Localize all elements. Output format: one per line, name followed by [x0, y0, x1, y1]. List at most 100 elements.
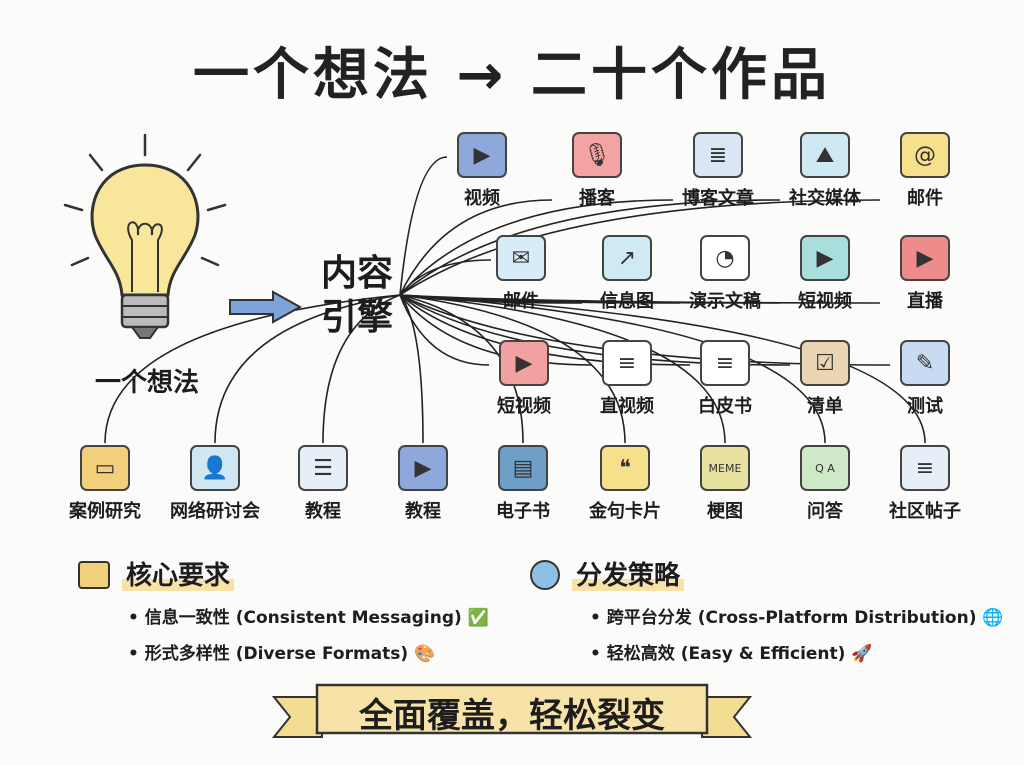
- output-item: ▤ 电子书: [473, 445, 573, 523]
- output-item: ⛰ 社交媒体: [775, 132, 875, 210]
- connector-line: [399, 294, 490, 366]
- output-label: 教程: [305, 501, 341, 522]
- engine-line-1: 内容: [320, 253, 393, 294]
- output-item: ✎ 测试: [875, 340, 975, 418]
- output-label: 信息图: [600, 291, 654, 312]
- core-item: 形式多样性 (Diverse Formats) 🎨: [128, 636, 489, 672]
- output-item: ≡ 社区帖子: [875, 445, 975, 523]
- output-label: 邮件: [503, 291, 539, 312]
- infographic-icon: ↗: [602, 235, 652, 281]
- checklist-icon: ☑: [800, 340, 850, 386]
- output-item: MEME 梗图: [675, 445, 775, 523]
- idea-label: 一个想法: [95, 368, 200, 398]
- output-item: ▶ 教程: [373, 445, 473, 523]
- output-item: ≡ 直视频: [577, 340, 677, 418]
- output-item: ▶ 短视频: [474, 340, 574, 418]
- output-label: 金句卡片: [589, 501, 661, 522]
- connector-line: [399, 294, 626, 444]
- padlock-icon: [78, 560, 110, 589]
- distribution-item: 轻松高效 (Easy & Efficient) 🚀: [590, 636, 1004, 672]
- output-label: 播客: [579, 188, 615, 209]
- blog-article-icon: ≣: [693, 132, 743, 178]
- output-label: 短视频: [497, 396, 551, 417]
- output-label: 梗图: [707, 501, 743, 522]
- arrow-right-icon: [229, 290, 303, 324]
- tv-icon: ▶: [499, 340, 549, 386]
- video-tutorial-icon: ▶: [398, 445, 448, 491]
- quiz-clipboard-icon: ✎: [900, 340, 950, 386]
- output-label: 网络研讨会: [170, 501, 260, 522]
- connector-line: [399, 199, 553, 296]
- output-item: ☰教程: [273, 445, 373, 523]
- folder-icon: ▭: [80, 445, 130, 491]
- community-post-icon: ≡: [900, 445, 950, 491]
- output-label: 视频: [464, 188, 500, 209]
- envelope-icon: ✉: [496, 235, 546, 281]
- distribution-strategy-section: 分发策略 跨平台分发 (Cross-Platform Distribution)…: [530, 555, 1004, 672]
- output-item: ▶ 短视频: [775, 235, 875, 313]
- webinar-monitor-icon: 👤: [190, 445, 240, 491]
- output-item: ◔ 演示文稿: [675, 235, 775, 313]
- output-item: ☑清单: [775, 340, 875, 418]
- open-envelope-icon: @: [900, 132, 950, 178]
- ribbon-banner: [272, 683, 752, 738]
- connector-line: [322, 294, 401, 444]
- podcast-microphone-icon: 🎙: [572, 132, 622, 178]
- document-icon: ≡: [602, 340, 652, 386]
- connector-line: [399, 294, 891, 366]
- output-label: 邮件: [907, 188, 943, 209]
- output-item: ▶ 视频: [432, 132, 532, 210]
- output-label: 社交媒体: [789, 188, 861, 209]
- core-requirements-section: 核心要求 信息一致性 (Consistent Messaging) ✅ 形式多样…: [78, 555, 489, 672]
- output-label: 教程: [405, 501, 441, 522]
- distribution-heading: 分发策略: [530, 555, 1004, 592]
- banner-slogan: 全面覆盖，轻松裂变: [359, 696, 665, 736]
- connector-line: [399, 259, 492, 296]
- output-item: @ 邮件: [875, 132, 975, 210]
- video-camera-icon: ▶: [457, 132, 507, 178]
- presentation-icon: ◔: [700, 235, 750, 281]
- live-camera-icon: ▶: [900, 235, 950, 281]
- connector-line: [399, 294, 593, 366]
- output-item: ✉ 邮件: [471, 235, 571, 313]
- output-label: 演示文稿: [689, 291, 761, 312]
- engine-line-2: 引擎: [320, 297, 393, 338]
- output-label: 白皮书: [698, 396, 752, 417]
- output-item: ↗ 信息图: [577, 235, 677, 313]
- connector-line: [399, 156, 448, 296]
- phone-video-icon: ▶: [800, 235, 850, 281]
- connector-line: [104, 294, 401, 444]
- output-label: 直视频: [600, 396, 654, 417]
- output-item: ≡ 白皮书: [675, 340, 775, 418]
- connector-line: [399, 294, 926, 444]
- distribution-item: 跨平台分发 (Cross-Platform Distribution) 🌐: [590, 600, 1004, 636]
- output-item: ❝ 金句卡片: [575, 445, 675, 523]
- core-heading: 核心要求: [78, 555, 489, 592]
- output-label: 问答: [807, 501, 843, 522]
- output-item: ≣ 博客文章: [668, 132, 768, 210]
- connector-line: [399, 294, 424, 444]
- quote-card-icon: ❝: [600, 445, 650, 491]
- connector-line: [399, 294, 524, 444]
- connector-line: [399, 199, 674, 296]
- network-globe-icon: [530, 559, 560, 590]
- output-label: 社区帖子: [889, 501, 961, 522]
- output-label: 短视频: [798, 291, 852, 312]
- ebook-icon: ▤: [498, 445, 548, 491]
- whitepaper-icon: ≡: [700, 340, 750, 386]
- social-media-post-icon: ⛰: [800, 132, 850, 178]
- output-label: 电子书: [496, 501, 550, 522]
- output-item: 🎙 播客: [547, 132, 647, 210]
- output-label: 博客文章: [682, 188, 754, 209]
- content-engine-label: 内容 引擎: [312, 252, 402, 340]
- connector-line: [399, 199, 881, 296]
- meme-icon: MEME: [700, 445, 750, 491]
- output-label: 案例研究: [69, 501, 141, 522]
- connector-line: [214, 294, 401, 444]
- output-item: Q A 问答: [775, 445, 875, 523]
- output-label: 直播: [907, 291, 943, 312]
- qa-bubbles-icon: Q A: [800, 445, 850, 491]
- lightbulb-icon: [63, 133, 227, 339]
- output-item: ▭ 案例研究: [55, 445, 155, 523]
- output-label: 测试: [907, 396, 943, 417]
